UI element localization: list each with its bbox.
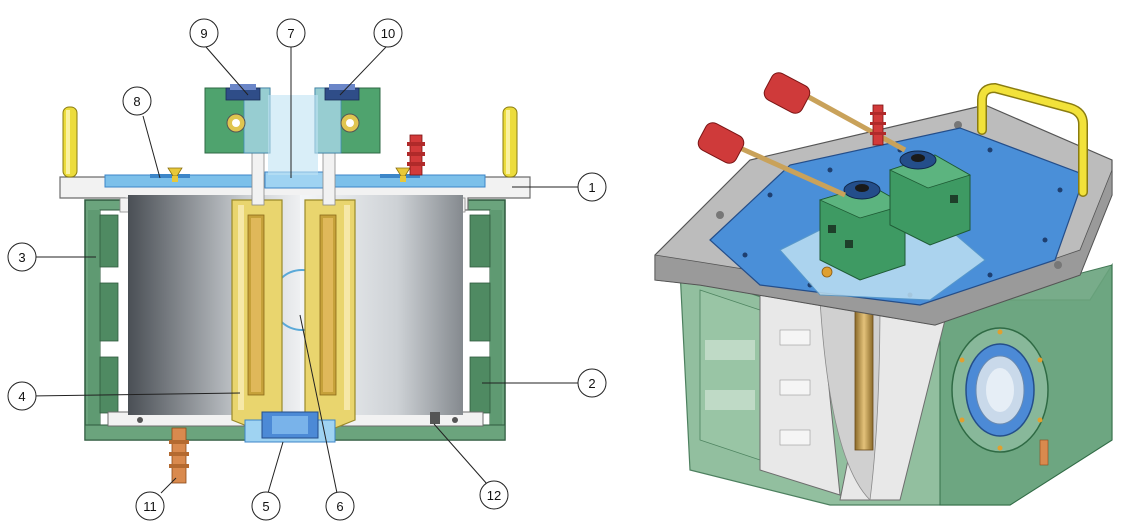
iso-center-rod: [854, 299, 874, 451]
iso-rod-lower: [697, 122, 847, 198]
clamp-block-left: [204, 84, 271, 154]
callout-5: 5: [251, 491, 281, 521]
callout-4: 4: [7, 381, 37, 411]
svg-text:12: 12: [487, 488, 501, 503]
handle-post-right: [502, 106, 518, 178]
svg-text:6: 6: [336, 499, 343, 514]
iso-block-back: [888, 150, 971, 246]
svg-text:1: 1: [588, 180, 595, 195]
svg-text:5: 5: [262, 499, 269, 514]
gas-inlet-fitting: [407, 134, 425, 176]
svg-text:3: 3: [18, 250, 25, 265]
bottom-window-port: [244, 411, 336, 443]
svg-text:4: 4: [18, 389, 25, 404]
iso-block-front: [818, 180, 907, 281]
iso-gas-inlet: [870, 104, 886, 146]
handle-post-left: [62, 106, 78, 178]
callout-7: 7: [276, 18, 306, 48]
cross-section-view: 1 2 3 4 5 6 7 8: [7, 18, 607, 521]
callout-9: 9: [189, 18, 219, 48]
clamp-block-right: [314, 84, 381, 154]
callout-3: 3: [7, 242, 37, 272]
callout-2: 2: [577, 368, 607, 398]
svg-text:10: 10: [381, 26, 395, 41]
callout-11: 11: [135, 491, 165, 521]
leader-lines: [29, 46, 578, 494]
callout-1: 1: [577, 172, 607, 202]
callout-10: 10: [373, 18, 403, 48]
svg-text:2: 2: [588, 376, 595, 391]
iso-side-port: [951, 327, 1049, 453]
svg-text:7: 7: [287, 26, 294, 41]
electrode-right: [304, 199, 356, 429]
drain-fitting: [169, 427, 189, 484]
callout-12: 12: [479, 480, 509, 510]
svg-text:9: 9: [200, 26, 207, 41]
iso-rod-upper: [763, 72, 907, 153]
isometric-view: [654, 72, 1113, 506]
svg-text:8: 8: [133, 94, 140, 109]
svg-text:11: 11: [143, 499, 157, 514]
callout-6: 6: [325, 491, 355, 521]
iso-handle: [977, 82, 1088, 197]
electrode-left: [231, 199, 283, 429]
callout-8: 8: [122, 86, 152, 116]
